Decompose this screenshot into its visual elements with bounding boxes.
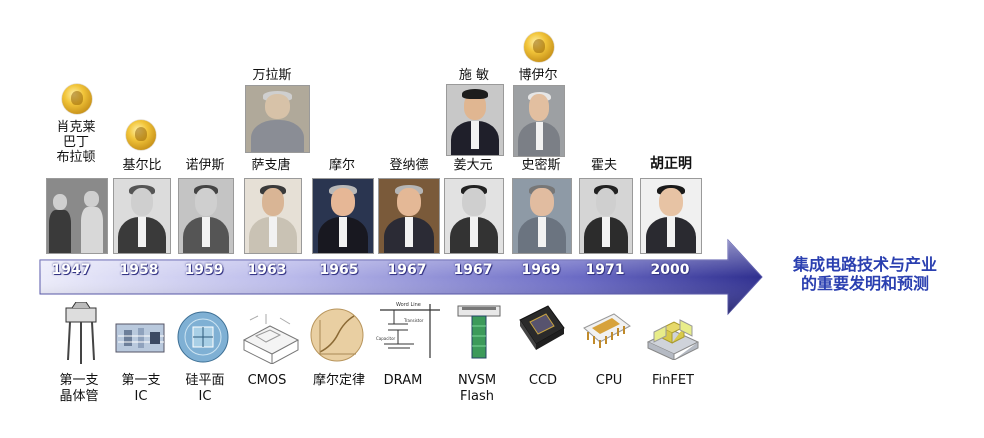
ccd-chip-icon [519, 305, 565, 350]
moores-law-icon [310, 308, 364, 362]
invention-label: NVSM Flash [457, 373, 497, 404]
svg-text:Word Line: Word Line [396, 302, 421, 308]
person-photo [446, 84, 504, 156]
person-name: 万拉斯 [252, 68, 292, 83]
cpu-chip-icon [583, 313, 631, 348]
person-name: 萨支唐 [251, 158, 291, 173]
person-photo [513, 85, 565, 157]
person-photo [444, 178, 504, 254]
person-name: 肖克莱 巴丁 布拉顿 [56, 120, 96, 165]
person-name: 胡正明 [650, 156, 692, 172]
flash-memory-icon [457, 305, 501, 359]
person-photo [46, 178, 108, 254]
person-photo [245, 85, 310, 153]
timeline-arrow [39, 238, 763, 316]
transistor-icon [65, 302, 97, 364]
invention-label: CPU [595, 373, 623, 388]
person-name: 姜大元 [453, 158, 493, 173]
person-name: 摩尔 [328, 158, 355, 173]
person-name: 诺伊斯 [185, 158, 225, 173]
nobel-medal-icon [62, 84, 92, 114]
invention-label: FinFET [651, 373, 694, 388]
invention-label: CCD [528, 373, 558, 388]
person-photo [579, 178, 633, 254]
year-label: 1967 [387, 262, 427, 278]
person-name: 登纳德 [389, 158, 429, 173]
year-label: 2000 [650, 262, 690, 278]
nobel-medal-icon [524, 32, 554, 62]
person-photo [512, 178, 572, 254]
finfet-icon [646, 319, 700, 360]
year-label: 1959 [184, 262, 224, 278]
invention-label: 硅平面 IC [185, 373, 225, 404]
year-label: 1969 [521, 262, 561, 278]
svg-text:Transistor: Transistor [403, 318, 424, 323]
nobel-medal-icon [126, 120, 156, 150]
invention-label: 摩尔定律 [312, 373, 365, 388]
person-name: 史密斯 [521, 158, 561, 173]
person-photo [244, 178, 302, 254]
invention-label: CMOS [247, 373, 287, 388]
svg-text:Capacitor: Capacitor [376, 336, 396, 341]
first-ic-icon [115, 323, 165, 353]
person-photo [640, 178, 702, 254]
invention-label: DRAM [383, 373, 423, 388]
year-label: 1963 [247, 262, 287, 278]
cmos-diagram-icon [242, 314, 300, 364]
year-label: 1971 [585, 262, 625, 278]
person-photo [378, 178, 440, 254]
person-name: 施 敏 [458, 68, 490, 83]
year-label: 1967 [453, 262, 493, 278]
person-photo [312, 178, 374, 254]
person-name: 霍夫 [590, 158, 617, 173]
person-name: 基尔比 [122, 158, 162, 173]
year-label: 1958 [119, 262, 159, 278]
invention-label: 第一支 晶体管 [59, 373, 99, 404]
dram-circuit-icon: Word Line Transistor Capacitor [376, 302, 440, 358]
year-label: 1947 [51, 262, 91, 278]
diagram-title: 集成电路技术与产业 的重要发明和预测 [792, 255, 937, 293]
year-label: 1965 [319, 262, 359, 278]
person-photo [178, 178, 234, 254]
planar-ic-icon [177, 311, 229, 363]
invention-label: 第一支 IC [121, 373, 161, 404]
person-photo [113, 178, 171, 254]
person-name: 博伊尔 [518, 68, 558, 83]
